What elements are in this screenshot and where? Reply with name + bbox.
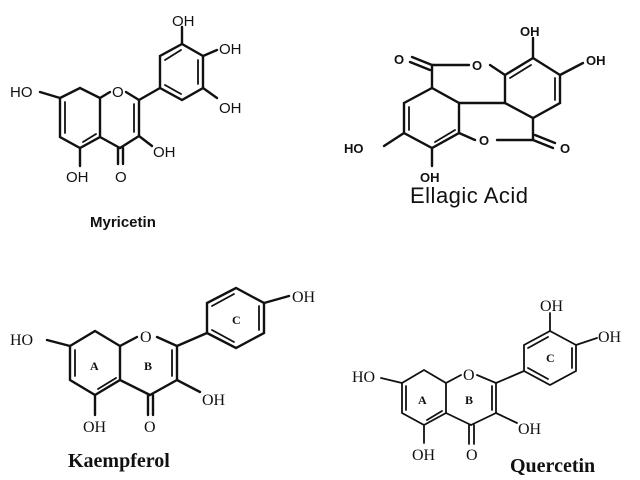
kaempferol-o-carbonyl: O: [144, 419, 156, 436]
ellagic-o-left: O: [394, 52, 404, 67]
myricetin-oh-c3: OH: [153, 144, 176, 161]
ellagic-ho-left: HO: [344, 141, 364, 156]
myricetin-oh-mid: OH: [219, 41, 242, 58]
myricetin-label: Myricetin: [90, 214, 156, 231]
kaempferol-ring-a-label: A: [90, 359, 99, 373]
ellagic-oh-right: OH: [586, 53, 606, 68]
quercetin-ring-c-label: C: [546, 351, 555, 365]
myricetin-ho-left: HO: [10, 84, 33, 101]
myricetin-oh-bottom: OH: [66, 169, 89, 186]
kaempferol-label: Kaempferol: [68, 450, 170, 472]
myricetin-o-ring: O: [112, 84, 124, 101]
ellagic-o-ring-bottom: O: [479, 133, 489, 148]
quercetin-label: Quercetin: [510, 455, 595, 477]
ellagic-oh-bottom: OH: [420, 170, 440, 185]
quercetin-structure: OH OH HO O OH OH O A B C Quercetin: [352, 298, 622, 477]
ellagic-acid-structure: OH OH O O HO OH O O Ellagic Acid: [344, 24, 606, 208]
quercetin-oh-right: OH: [598, 329, 622, 346]
kaempferol-oh-c3: OH: [202, 392, 226, 409]
kaempferol-bonds: [45, 286, 291, 417]
kaempferol-o-ring: O: [140, 329, 152, 346]
quercetin-oh-bottom: OH: [412, 447, 436, 464]
kaempferol-ring-b-label: B: [144, 359, 152, 373]
myricetin-oh-low: OH: [219, 100, 242, 117]
quercetin-o-carbonyl: O: [466, 447, 478, 464]
ellagic-acid-label: Ellagic Acid: [410, 183, 529, 208]
myricetin-o-carbonyl: O: [115, 169, 127, 186]
ellagic-acid-bonds: [382, 36, 585, 168]
quercetin-oh-c3: OH: [518, 421, 542, 438]
myricetin-structure: OH OH OH HO O OH OH O Myricetin: [10, 13, 242, 231]
kaempferol-ho-left: HO: [10, 332, 33, 349]
quercetin-o-ring: O: [463, 367, 475, 384]
kaempferol-structure: OH HO O OH OH O A B C Kaempferol: [10, 286, 316, 472]
quercetin-bonds: [380, 312, 598, 445]
quercetin-ring-b-label: B: [465, 393, 473, 407]
quercetin-ring-a-label: A: [418, 393, 427, 407]
ellagic-o-ring-top: O: [472, 58, 482, 73]
quercetin-oh-top: OH: [540, 298, 564, 315]
kaempferol-oh-bottom: OH: [83, 419, 107, 436]
kaempferol-ring-c-label: C: [232, 313, 241, 327]
ellagic-o-right: O: [560, 141, 570, 156]
quercetin-ho-left: HO: [352, 369, 375, 386]
myricetin-oh-top: OH: [172, 13, 195, 30]
myricetin-bonds: [38, 25, 219, 168]
kaempferol-oh-top: OH: [292, 289, 316, 306]
ellagic-oh-top: OH: [520, 24, 540, 39]
